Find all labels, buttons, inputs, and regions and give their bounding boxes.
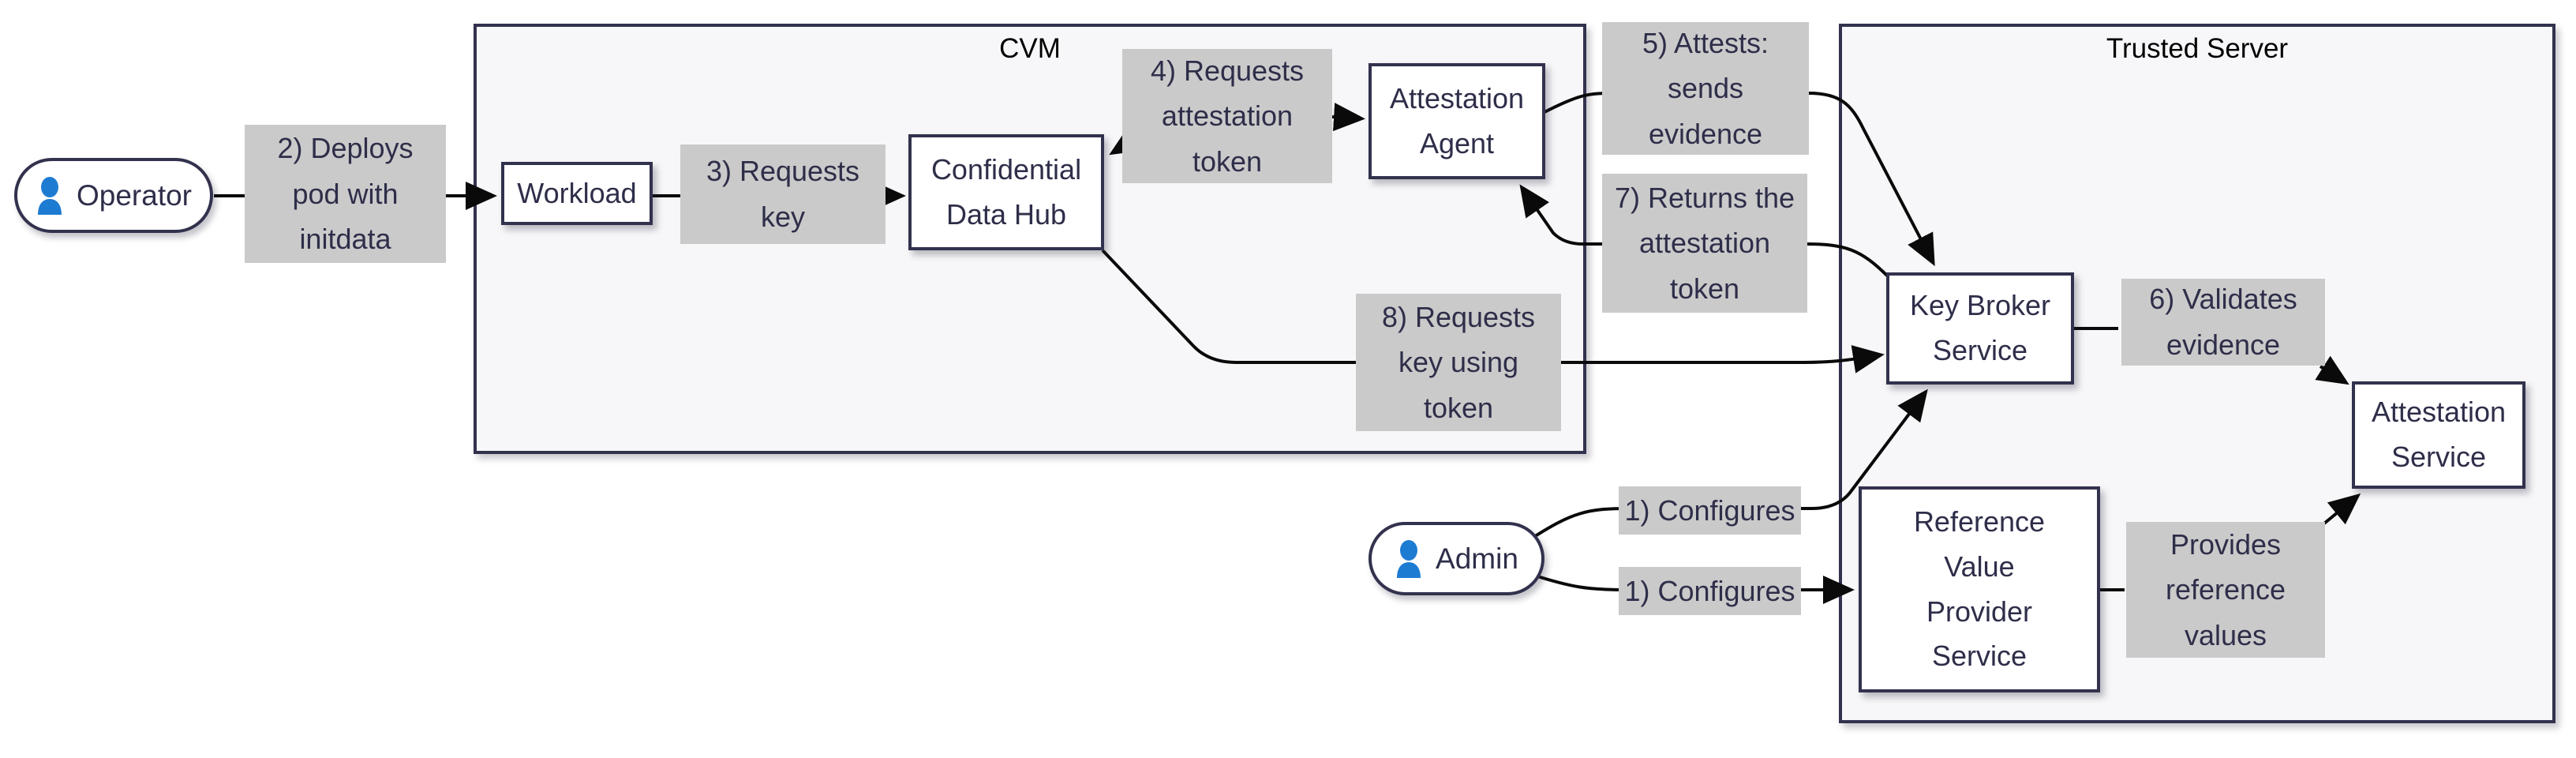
person-icon	[1397, 539, 1421, 578]
edge-label-configures-rvps: 1) Configures	[1619, 567, 1801, 615]
edge-label-step3: 3) Requests key	[680, 144, 886, 244]
node-confidential-data-hub: Confidential Data Hub	[908, 134, 1104, 250]
edge-step6-to-attestation-service	[2315, 355, 2349, 385]
node-key-broker-service: Key Broker Service	[1886, 272, 2074, 385]
person-icon	[37, 176, 62, 215]
edge-provides-to-attestation-service	[2319, 493, 2361, 528]
node-reference-value-provider-service: Reference Value Provider Service	[1859, 486, 2100, 692]
edge-label-step8: 8) Requests key using token	[1356, 294, 1561, 431]
edge-label-step5: 5) Attests: sends evidence	[1602, 22, 1809, 155]
edge-label-step6: 6) Validates evidence	[2121, 279, 2325, 366]
edge-label-configures-kbs: 1) Configures	[1619, 486, 1801, 535]
edge-label-step2: 2) Deploys pod with initdata	[245, 125, 446, 263]
edge-label-provides-reference-values: Provides reference values	[2126, 522, 2325, 658]
node-attestation-agent: Attestation Agent	[1368, 63, 1545, 179]
actor-admin: Admin	[1368, 522, 1544, 595]
node-workload: Workload	[501, 162, 653, 225]
cvm-title: CVM	[999, 33, 1061, 64]
edge-cdh-to-kbs-step8	[1101, 249, 1885, 373]
edge-attestation-agent-to-kbs-step5	[1544, 92, 1935, 267]
edge-label-step7: 7) Returns the attestation token	[1602, 174, 1807, 313]
actor-operator: Operator	[14, 158, 213, 233]
actor-operator-label: Operator	[76, 178, 192, 212]
node-attestation-service: Attestation Service	[2352, 381, 2525, 489]
edge-label-step4: 4) Requests attestation token	[1122, 49, 1332, 183]
edge-step4-to-attestation-agent	[1331, 103, 1365, 132]
trusted-server-title: Trusted Server	[2106, 33, 2289, 64]
actor-admin-label: Admin	[1436, 542, 1518, 575]
